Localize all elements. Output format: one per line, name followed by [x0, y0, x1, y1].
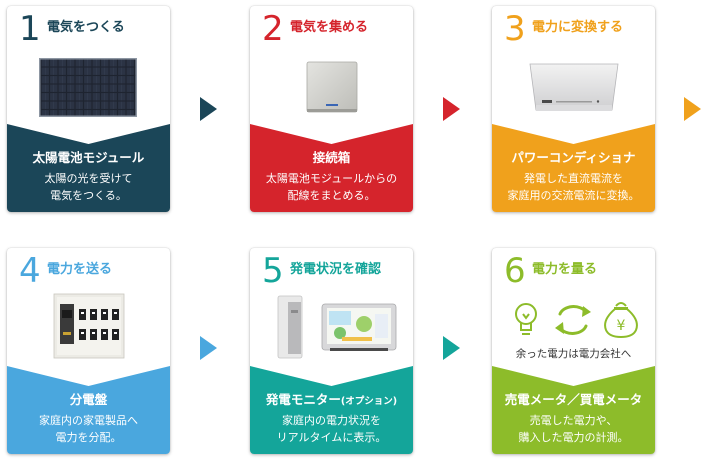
step-card-1: 1 電気をつくる 太陽電池モジュール 太陽の光を受けて 電気をつくる。	[7, 6, 170, 212]
card-band: パワーコンディショナ 発電した直流電流を 家庭用の交流電流に変換。	[492, 124, 655, 212]
yen-symbol: ¥	[617, 318, 626, 334]
step-title: 電力に変換する	[532, 20, 624, 35]
card-band: 売電メータ／買電メータ 売電した電力や、 購入した電力の計測。	[492, 366, 655, 454]
step-title: 電力を量る	[532, 262, 598, 277]
step-card-4: 4 電力を送る	[7, 248, 170, 454]
component-name: 接続箱	[312, 150, 351, 165]
lightbulb-icon	[515, 303, 537, 335]
step-title: 電気を集める	[290, 20, 369, 35]
component-description: 家庭内の電力状況を リアルタイムに表示。	[276, 414, 387, 444]
card-header: 6 電力を量る	[492, 248, 655, 291]
card-header: 5 発電状況を確認	[250, 248, 413, 291]
arrow-right-icon	[443, 97, 460, 121]
meter-icons: ¥	[492, 292, 655, 368]
card-header: 2 電気を集める	[250, 6, 413, 49]
step-number: 6	[504, 251, 526, 291]
cycle-arrows-icon	[558, 305, 588, 335]
card-header: 4 電力を送る	[7, 248, 170, 291]
surplus-caption: 余った電力は電力会社へ	[515, 348, 632, 360]
component-name: 売電メータ／買電メータ	[504, 392, 643, 407]
step-title: 電気をつくる	[47, 20, 125, 35]
step-title: 発電状況を確認	[290, 262, 382, 277]
card-header: 3 電力に変換する	[492, 6, 655, 49]
card-band: 接続箱 太陽電池モジュールからの 配線をまとめる。	[250, 124, 413, 212]
step-number: 5	[262, 251, 284, 291]
junction-box-image	[250, 50, 413, 126]
step-number: 2	[262, 9, 284, 49]
component-name: パワーコンディショナ	[511, 150, 636, 165]
money-bag-icon	[604, 302, 638, 339]
step-number: 1	[19, 9, 41, 49]
component-description: 家庭内の家電製品へ 電力を分配。	[39, 414, 138, 444]
card-band: 太陽電池モジュール 太陽の光を受けて 電気をつくる。	[7, 124, 170, 212]
solar-panel-image	[7, 50, 170, 126]
step-number: 4	[19, 251, 41, 291]
component-description: 太陽の光を受けて 電気をつくる。	[44, 172, 133, 202]
component-description: 太陽電池モジュールからの 配線をまとめる。	[265, 172, 398, 202]
step-card-3: 3 電力に変換する パワーコンディショナ 発電した直流電流を 家庭用の交流電流に…	[492, 6, 655, 212]
arrow-right-icon	[200, 336, 217, 360]
card-header: 1 電気をつくる	[7, 6, 170, 49]
component-description: 売電した電力や、 購入した電力の計測。	[518, 414, 629, 444]
arrow-right-icon	[684, 97, 701, 121]
component-name: 太陽電池モジュール	[32, 150, 145, 165]
arrow-right-icon	[200, 97, 217, 121]
step-number: 3	[504, 9, 526, 49]
distribution-board-image	[7, 292, 170, 368]
step-card-6: 6 電力を量る	[492, 248, 655, 454]
step-card-5: 5 発電状況を確認 発電モニター(オプション) 家庭内の電力状況を リアルタイム…	[250, 248, 413, 454]
component-name: 分電盤	[69, 392, 108, 407]
component-name: 発電モニター(オプション)	[265, 392, 398, 407]
power-conditioner-image	[492, 50, 655, 126]
power-monitor-image	[250, 292, 413, 368]
step-title: 電力を送る	[47, 262, 113, 277]
step-card-2: 2 電気を集める 接続箱 太陽電池モジュールからの 配線をまとめる。	[250, 6, 413, 212]
card-band: 分電盤 家庭内の家電製品へ 電力を分配。	[7, 366, 170, 454]
card-band: 発電モニター(オプション) 家庭内の電力状況を リアルタイムに表示。	[250, 366, 413, 454]
component-description: 発電した直流電流を 家庭用の交流電流に変換。	[507, 172, 640, 202]
arrow-right-icon	[443, 336, 460, 360]
